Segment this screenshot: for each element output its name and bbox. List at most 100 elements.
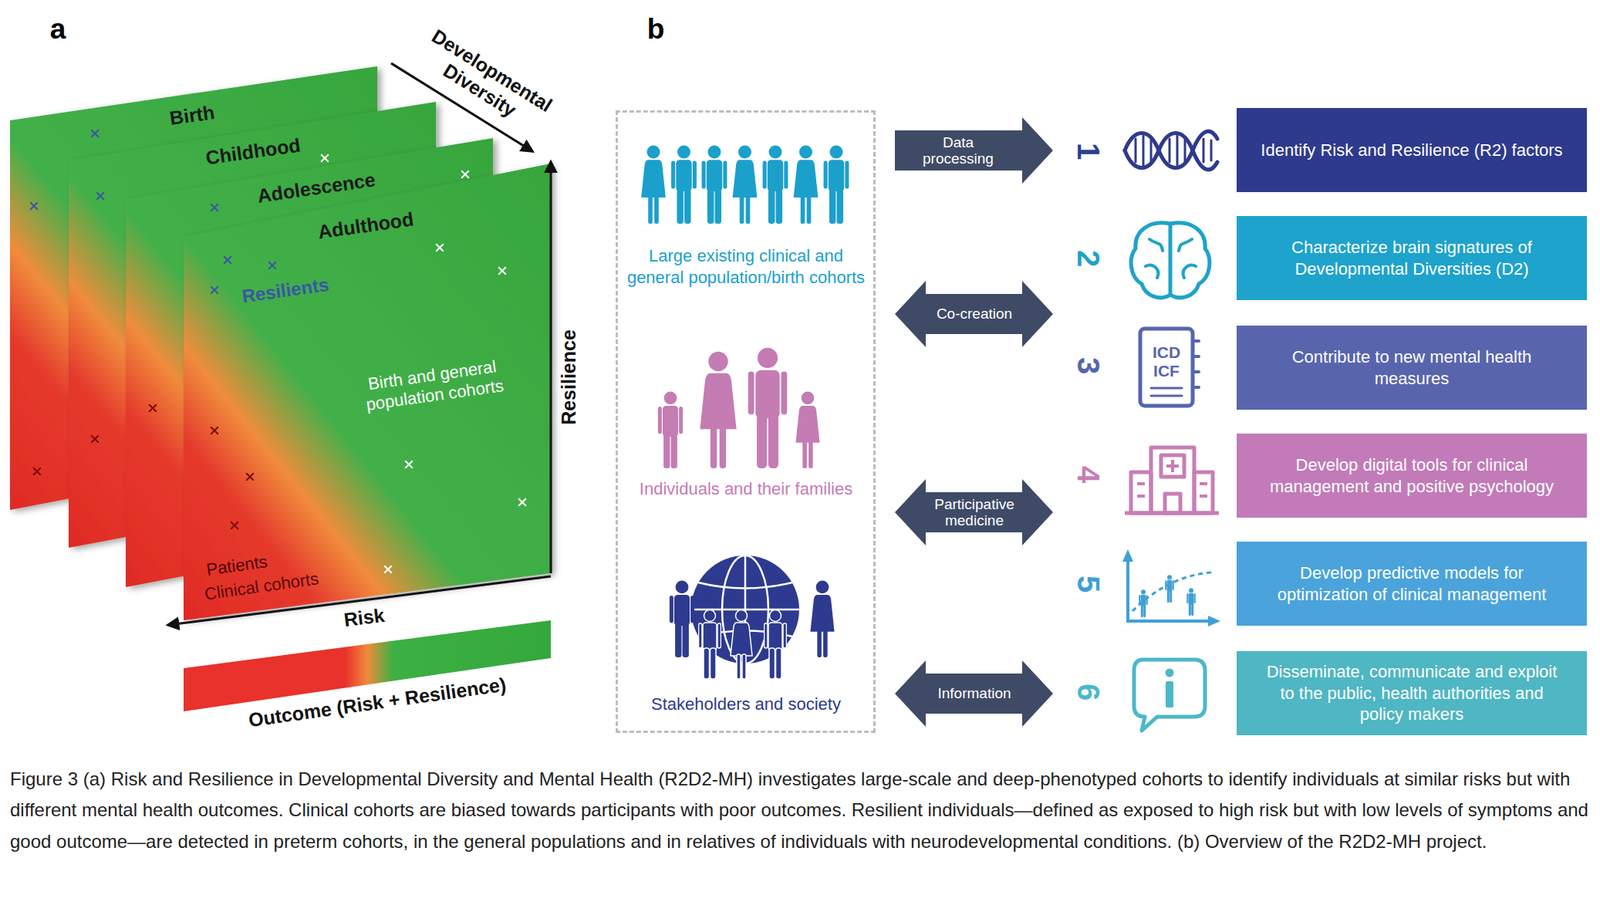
family-icon — [748, 347, 788, 469]
people-icon — [641, 145, 666, 224]
group-label: Resilients — [240, 273, 331, 308]
cohort-marker — [30, 202, 38, 210]
family-icon — [658, 391, 683, 469]
classification-book-icon — [1151, 388, 1182, 396]
people-icon — [823, 145, 850, 224]
arrow-shape — [894, 660, 1054, 727]
callout-number: 4 — [1070, 465, 1108, 483]
stage-title: Birth — [168, 100, 217, 130]
people-icon — [641, 145, 849, 224]
cohort-marker — [320, 154, 329, 163]
cohort-panel: Large existing clinical and general popu… — [615, 110, 876, 733]
hospital-icon — [1124, 447, 1219, 514]
arrow-label: Information — [916, 685, 1033, 702]
objective-text: Disseminate, communicate and exploit to … — [1236, 661, 1587, 726]
figure-caption: Figure 3 (a) Risk and Resilience in Deve… — [10, 763, 1589, 858]
stage-title: Childhood — [204, 133, 303, 170]
objective-box: Develop predictive models for optimizati… — [1236, 541, 1587, 626]
panel-letter: b — [647, 12, 665, 47]
dna-icon — [1124, 131, 1218, 168]
brain-icon — [1130, 222, 1210, 298]
arrow-label: Participative medicine — [916, 496, 1033, 530]
arrow-shape — [894, 280, 1054, 348]
family-icon — [795, 391, 820, 469]
cohort-marker — [461, 170, 470, 179]
group-caption: Individuals and their families — [625, 478, 867, 500]
group-caption: Large existing clinical and general popu… — [625, 245, 867, 289]
objective-text: Develop predictive models for optimizati… — [1236, 562, 1587, 605]
dna-icon — [1135, 135, 1212, 166]
process-arrow: Data processing — [894, 117, 1054, 184]
brain-icon — [1168, 223, 1173, 295]
hospital-icon — [1124, 511, 1219, 516]
predictive-chart-icon — [1186, 587, 1196, 616]
brain-icon — [1130, 222, 1210, 298]
predictive-chart-icon — [1208, 615, 1221, 627]
cohort-marker — [30, 129, 527, 574]
hospital-icon — [1164, 493, 1181, 514]
dna-icon — [1124, 133, 1218, 170]
society-icon — [669, 580, 695, 658]
objective-text: Characterize brain signatures of Develop… — [1236, 236, 1587, 280]
stage-title: Adulthood — [316, 206, 416, 244]
information-icon — [1134, 659, 1206, 731]
people-icon — [702, 145, 728, 224]
predictive-chart-icon — [1122, 549, 1221, 627]
objective-box: Identify Risk and Resilience (R2) factor… — [1236, 108, 1587, 193]
cohort-marker — [246, 472, 254, 481]
objective-text: Develop digital tools for clinical manag… — [1236, 454, 1587, 497]
callout-number: 3 — [1070, 357, 1108, 375]
family-icon — [699, 351, 736, 469]
arrow-label: Data processing — [914, 134, 1002, 168]
people-icon — [793, 145, 819, 224]
cohort-marker — [518, 498, 527, 507]
cohort-marker — [96, 192, 105, 200]
people-icon — [762, 145, 789, 224]
predictive-chart-icon — [1138, 574, 1196, 618]
hospital-icon — [1194, 472, 1213, 514]
society-icon — [730, 610, 753, 680]
society-icon — [698, 582, 793, 589]
people-icon — [671, 145, 697, 224]
objective-box: Develop digital tools for clinical manag… — [1236, 433, 1587, 518]
family-icon — [658, 347, 821, 469]
panel-letter: a — [50, 12, 67, 47]
stage-title: Adolescence — [256, 167, 378, 207]
hospital-icon — [1130, 472, 1152, 514]
callout-number: 2 — [1070, 249, 1108, 267]
society-icon — [764, 610, 787, 680]
cohort-marker — [210, 426, 219, 435]
group-caption: Stakeholders and society — [625, 693, 867, 716]
information-icon — [1165, 668, 1175, 678]
classification-book-icon — [1192, 340, 1199, 388]
cohort-marker — [384, 565, 392, 574]
cohort-marker — [498, 266, 507, 275]
exchange-arrow: Participative medicine — [894, 479, 1054, 546]
icon-text: ICF — [1153, 362, 1180, 379]
cohort-marker — [91, 129, 99, 138]
exchange-arrow: Information — [894, 660, 1054, 727]
objective-box: Characterize brain signatures of Develop… — [1236, 216, 1587, 301]
people-icon — [732, 145, 758, 224]
cohort-marker — [223, 256, 232, 264]
group-label: Birth and general population cohorts — [346, 354, 520, 419]
arrow-label: Co-creation — [916, 305, 1033, 322]
cohort-marker — [33, 467, 41, 476]
predictive-chart-icon — [1164, 574, 1175, 603]
society-icon — [810, 580, 834, 658]
brain-icon — [1145, 239, 1196, 278]
objective-text: Identify Risk and Resilience (R2) factor… — [1236, 139, 1587, 162]
icon-text: ICD — [1152, 344, 1181, 361]
predictive-chart-icon — [1138, 589, 1148, 618]
society-icon — [669, 555, 835, 679]
information-icon — [1134, 659, 1206, 731]
society-icon — [669, 580, 835, 679]
axis-title: Risk — [342, 603, 386, 632]
cohort-marker — [230, 521, 239, 530]
classification-book-icon — [1140, 328, 1193, 406]
group-label: Patients — [205, 552, 269, 579]
axis-arrow — [550, 162, 553, 574]
cohort-marker — [435, 243, 444, 252]
hospital-icon — [1161, 455, 1185, 477]
